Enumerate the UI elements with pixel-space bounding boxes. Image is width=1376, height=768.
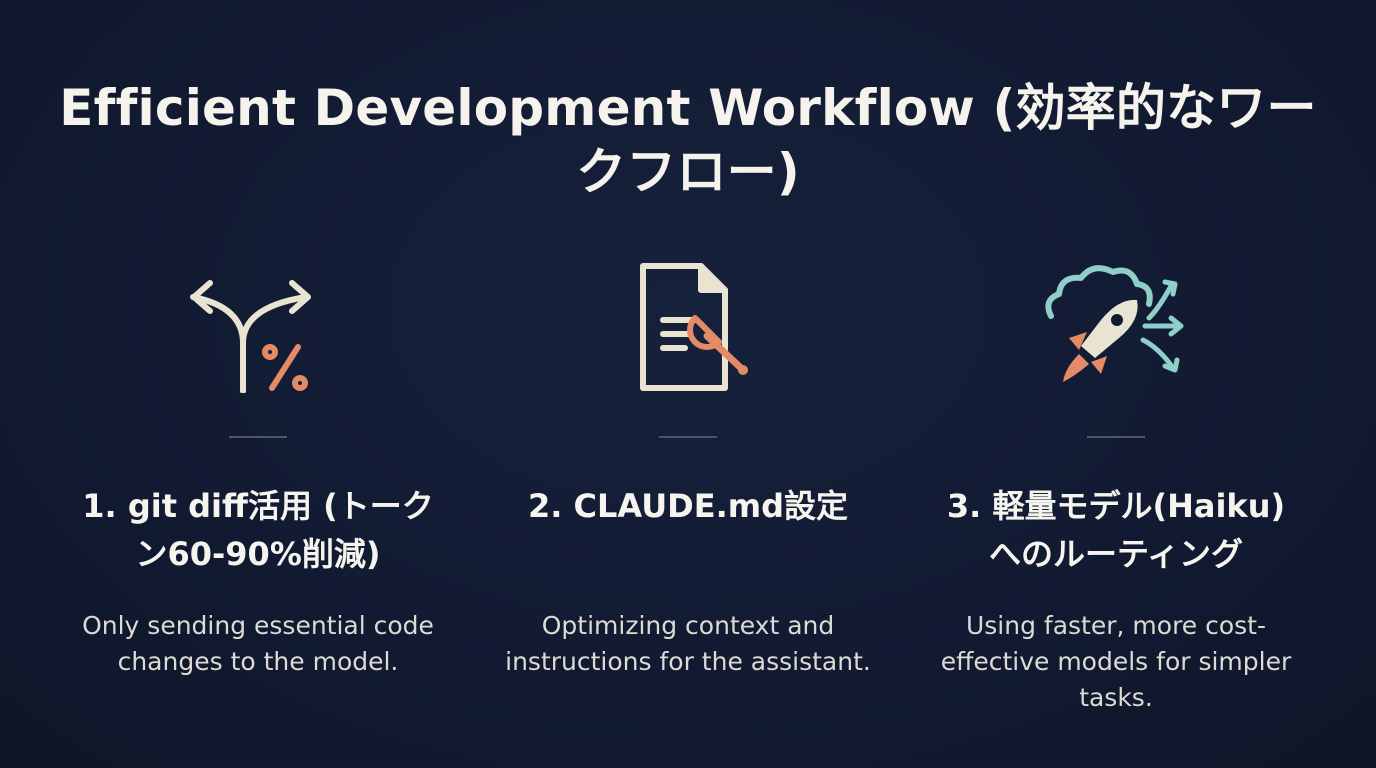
feature-heading: 1. git diff活用 (トークン60-90%削減)	[82, 487, 434, 573]
feature-column-model-routing: 3. 軽量モデル(Haiku)へのルーティング Using faster, mo…	[916, 258, 1316, 716]
feature-description: Only sending essential code changes to t…	[82, 611, 434, 676]
feature-heading: 2. CLAUDE.md設定	[527, 487, 849, 525]
slide-title: Efficient Development Workflow (効率的なワークフ…	[59, 79, 1317, 201]
feature-column-claude-md: 2. CLAUDE.md設定 Optimizing context and in…	[488, 258, 888, 680]
divider	[659, 436, 717, 438]
divider	[229, 436, 287, 438]
feature-description: Optimizing context and instructions for …	[505, 611, 871, 676]
feature-column-git-diff: 1. git diff活用 (トークン60-90%削減) Only sendin…	[58, 258, 458, 680]
feature-description: Using faster, more cost-effective models…	[940, 611, 1292, 712]
divider	[1087, 436, 1145, 438]
document-wrench-icon	[488, 258, 888, 398]
rocket-cloud-routing-icon	[916, 258, 1316, 398]
feature-heading: 3. 軽量モデル(Haiku)へのルーティング	[946, 487, 1286, 573]
git-branch-percent-icon	[58, 258, 458, 398]
